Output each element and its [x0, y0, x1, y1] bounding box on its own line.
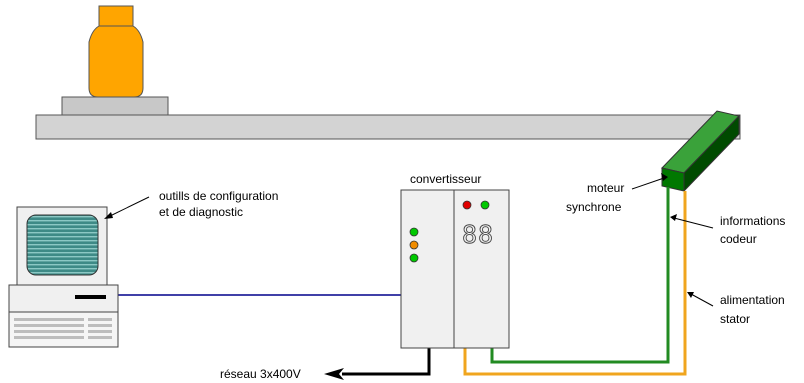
status-led-green-1 — [409, 227, 419, 237]
fault-led-red — [462, 200, 472, 210]
carrier-plate — [61, 96, 169, 116]
computer-icon — [8, 206, 119, 348]
motor-icon — [661, 110, 740, 193]
stator-cable — [463, 191, 687, 376]
config-tools-label-line2: et de diagnostic — [159, 205, 244, 219]
network-arrowhead — [324, 368, 344, 380]
seven-segment-display: 88 — [462, 220, 494, 249]
encoder-label-line2: codeur — [720, 232, 757, 246]
monitor-screen — [26, 214, 99, 276]
supply-label-line1: alimentation — [720, 293, 785, 307]
network-label: réseau 3x400V — [220, 367, 301, 381]
status-led-green-2 — [409, 253, 419, 263]
config-tools-label-line1: outills de configuration — [159, 189, 279, 203]
callout-arrows — [104, 173, 714, 307]
bottle-icon — [88, 5, 144, 98]
encoder-cable — [490, 187, 670, 364]
converter-icon — [400, 189, 510, 349]
supply-label-line2: stator — [720, 312, 751, 326]
keyboard — [8, 311, 119, 348]
status-led-orange — [409, 240, 419, 250]
disk-drive-slot — [75, 295, 106, 299]
converter-label: convertisseur — [410, 172, 482, 186]
motor-label-line1: moteur — [587, 181, 625, 195]
keyboard-keys — [14, 318, 112, 339]
conveyor-rail — [35, 114, 741, 140]
motor-label-line2: synchrone — [566, 200, 622, 214]
ready-led-green — [480, 200, 490, 210]
network-cable — [342, 348, 431, 376]
encoder-label-line1: informations — [720, 214, 786, 228]
